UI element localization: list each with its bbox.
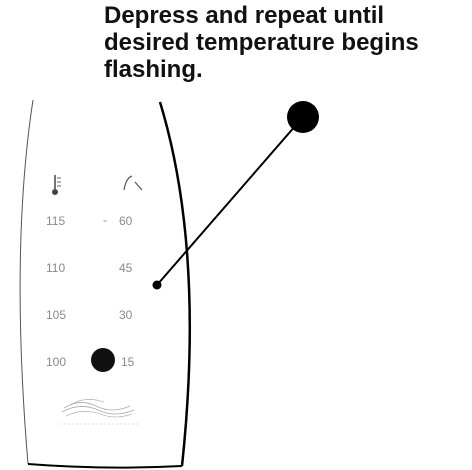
panel-right-edge <box>158 101 192 467</box>
temperature-label: 115 <box>46 214 65 228</box>
time-label: 30 <box>119 308 133 322</box>
wave-logo-icon <box>60 399 138 425</box>
thermometer-icon <box>52 175 61 195</box>
setting-row: 105 30 <box>46 308 133 322</box>
setting-row: 100 15 <box>46 355 135 369</box>
callout-line <box>156 116 304 286</box>
time-label: 60 <box>119 214 133 228</box>
control-panel <box>19 99 192 469</box>
setting-row: 115 - 60 <box>46 213 133 228</box>
clock-icon <box>123 175 143 191</box>
temperature-label: 110 <box>46 261 65 275</box>
time-label: 15 <box>121 355 135 369</box>
temperature-label: 105 <box>46 308 66 322</box>
panel-bottom-edge <box>27 463 183 469</box>
time-label: 45 <box>119 261 133 275</box>
indicator-dot <box>287 101 319 133</box>
panel-left-edge <box>19 99 34 465</box>
select-button[interactable] <box>91 348 115 372</box>
divider-dash: - <box>103 213 107 227</box>
instruction-text: Depress and repeat until desired tempera… <box>104 2 419 83</box>
temperature-label: 100 <box>46 355 66 369</box>
setting-row: 110 45 <box>46 261 133 275</box>
